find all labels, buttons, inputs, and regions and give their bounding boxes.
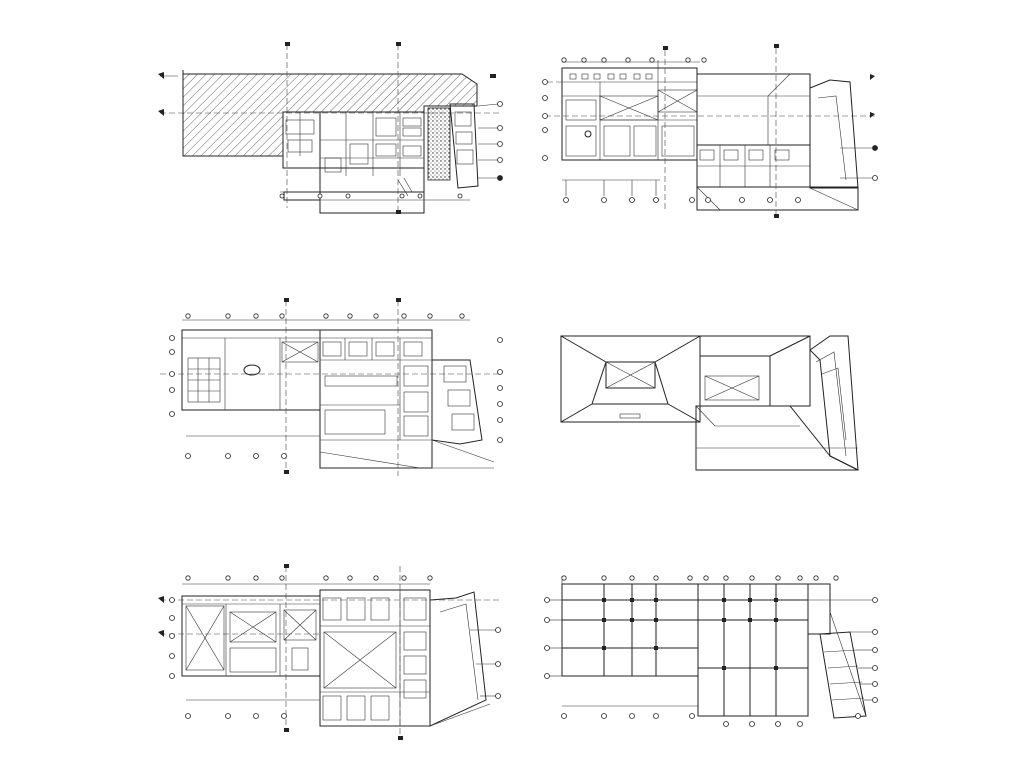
grid-columns — [603, 584, 777, 716]
building-block-main — [319, 111, 425, 193]
grid-centre — [697, 583, 809, 717]
roof-centre — [696, 73, 811, 146]
drawing-first-floor-plan-with-roof — [542, 44, 878, 218]
room-row-north — [322, 597, 427, 621]
roof-south — [695, 405, 859, 471]
grid-bubbles-bottom — [185, 435, 320, 459]
grid-bubbles-left — [542, 79, 548, 161]
drawing-ground-floor-plan — [160, 298, 503, 476]
roof-east-wing — [809, 79, 859, 189]
outline — [182, 70, 283, 157]
roof-east — [809, 335, 859, 471]
grid-rows — [562, 599, 808, 669]
grid-bubbles-bottom — [185, 699, 320, 719]
west-wing — [181, 595, 321, 677]
drawing-ground-floor-site-plan — [158, 42, 503, 214]
drawing-structural-grid-plan — [544, 575, 878, 727]
column-markers — [602, 598, 778, 670]
grid-bubbles-east — [470, 627, 501, 699]
planting-strip — [427, 107, 451, 181]
grid-bubbles-east — [830, 597, 878, 719]
building-block-south — [319, 167, 425, 214]
drawing-roof-plan — [560, 335, 859, 471]
drawing-upper-floor-plan — [158, 564, 501, 740]
east-wing — [431, 359, 483, 445]
grid-bubbles-east — [477, 101, 503, 181]
grid-bubbles-east — [840, 74, 878, 181]
grid-bubbles-top — [561, 57, 707, 63]
grid-bubbles-top — [182, 313, 470, 321]
roof-centre — [699, 335, 811, 407]
grid-bubbles-left — [544, 597, 562, 679]
main-wing — [319, 589, 431, 727]
grid-bubbles-top — [561, 575, 839, 584]
room-row-south — [322, 631, 427, 721]
grid-bubbles-left — [169, 335, 175, 417]
grid-bubbles-top — [182, 575, 433, 585]
seating-grid — [187, 357, 221, 403]
room-row — [322, 341, 429, 437]
furniture-rows — [569, 73, 653, 80]
grid-bubbles-bottom — [562, 179, 801, 203]
grid-bubbles-bottom — [561, 705, 803, 727]
grid-bubbles-east — [497, 337, 503, 443]
roof-east — [429, 591, 487, 727]
roof-west — [560, 335, 701, 423]
east-wing — [449, 103, 479, 189]
grid-east-wing — [819, 631, 867, 719]
grid-west — [561, 583, 699, 677]
grid-bubbles-left — [169, 597, 175, 679]
